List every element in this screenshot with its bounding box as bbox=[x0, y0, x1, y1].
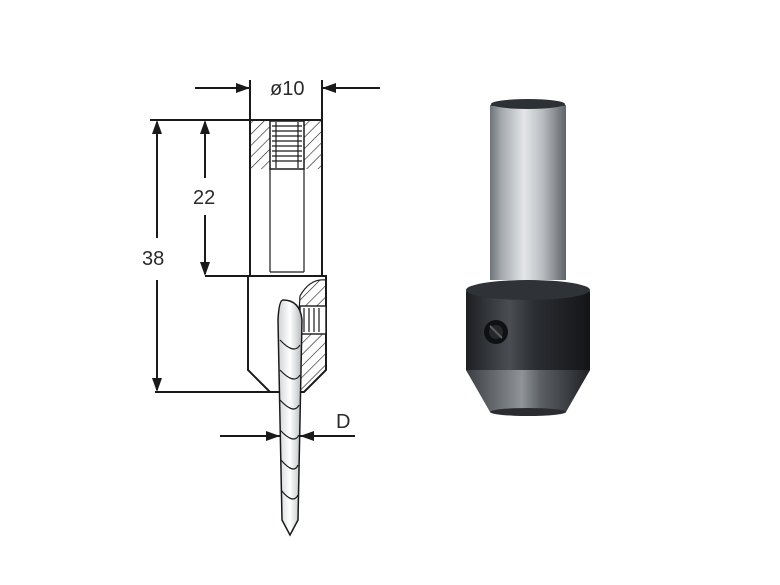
set-screw-icon bbox=[484, 320, 508, 344]
diameter-label: ø10 bbox=[270, 78, 304, 100]
shank-section bbox=[249, 119, 323, 277]
depth-label: 22 bbox=[193, 187, 215, 209]
drill-label: D bbox=[336, 411, 350, 433]
countersink-collar-photo bbox=[466, 99, 590, 416]
diameter-dimension: ø10 bbox=[195, 78, 380, 120]
top-thread bbox=[272, 122, 302, 168]
technical-drawing: ø10 bbox=[142, 78, 380, 537]
length-label: 38 bbox=[142, 248, 164, 270]
drill-bit bbox=[277, 299, 303, 537]
depth-dimension: 22 bbox=[193, 119, 250, 277]
drill-diameter-dimension: D bbox=[220, 411, 355, 441]
length-dimension: 38 bbox=[142, 119, 270, 393]
